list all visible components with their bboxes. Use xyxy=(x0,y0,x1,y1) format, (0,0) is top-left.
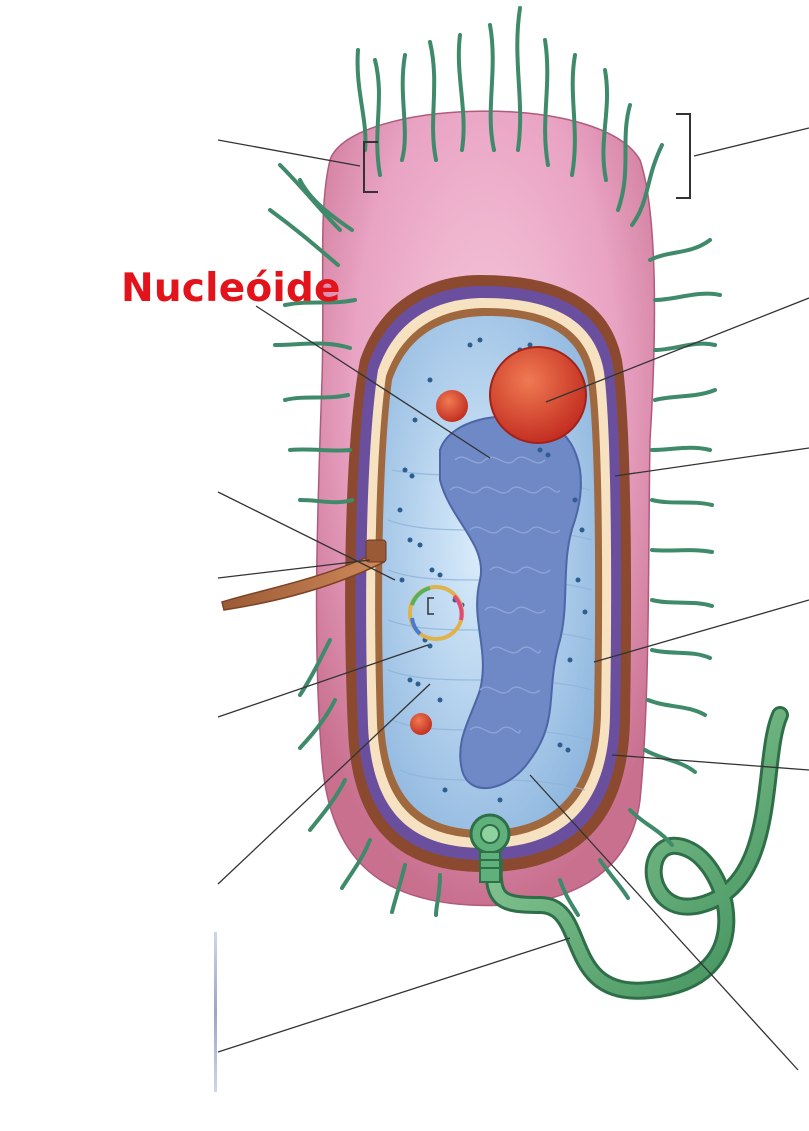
bracket-right xyxy=(676,114,690,198)
left-edge-bar xyxy=(214,932,217,1092)
pilus-base xyxy=(366,540,386,562)
inclusion-body-large xyxy=(490,347,586,443)
inclusion-body-lower xyxy=(410,713,432,735)
nucleoid-label: Nucleóide xyxy=(121,266,341,311)
inclusion-body-small xyxy=(436,390,468,422)
